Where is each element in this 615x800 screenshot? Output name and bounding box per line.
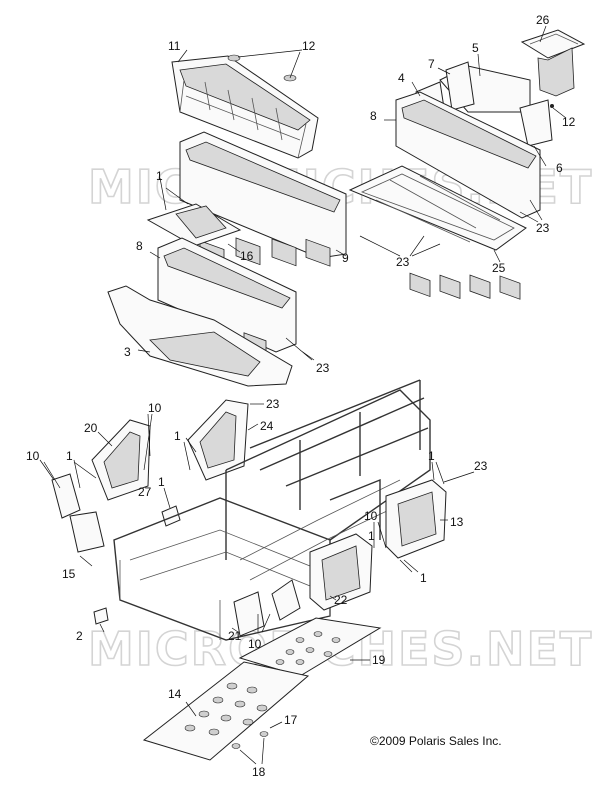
callout-1: 1 bbox=[428, 449, 435, 463]
callout-23: 23 bbox=[316, 361, 330, 375]
part-front-door-panel bbox=[187, 399, 249, 481]
callout-27: 27 bbox=[138, 485, 152, 499]
callout-13: 13 bbox=[450, 515, 464, 529]
callout-1: 1 bbox=[156, 169, 163, 183]
part-kick-panel bbox=[233, 579, 301, 637]
callout-19: 19 bbox=[372, 653, 386, 667]
callout-1: 1 bbox=[174, 429, 181, 443]
callout-1: 1 bbox=[368, 529, 375, 543]
part-right-rear-panel bbox=[309, 533, 373, 611]
callout-16: 16 bbox=[240, 249, 254, 263]
callout-7: 7 bbox=[428, 57, 435, 71]
callout-18: 18 bbox=[252, 765, 266, 779]
callout-25: 25 bbox=[492, 261, 506, 275]
callout-23: 23 bbox=[474, 459, 488, 473]
callout-4: 4 bbox=[398, 71, 405, 85]
part-bracket bbox=[161, 505, 181, 527]
callout-14: 14 bbox=[168, 687, 182, 701]
callout-11: 11 bbox=[168, 39, 181, 53]
part-fasteners bbox=[231, 731, 269, 749]
callout-21: 21 bbox=[228, 629, 242, 643]
part-floor-tray bbox=[348, 165, 527, 251]
part-center-cover bbox=[146, 203, 242, 247]
callout-23: 23 bbox=[536, 221, 550, 235]
part-rear-panel bbox=[415, 61, 553, 147]
part-bulkhead-upper bbox=[395, 91, 541, 300]
callout-10: 10 bbox=[248, 637, 262, 651]
callout-15: 15 bbox=[62, 567, 76, 581]
callout-23: 23 bbox=[266, 397, 280, 411]
callout-24: 24 bbox=[260, 419, 274, 433]
part-right-door-panel bbox=[385, 479, 447, 559]
callout-labels: 11 12 26 5 7 4 8 12 6 1 16 9 23 23 25 8 … bbox=[26, 13, 576, 779]
callout-26: 26 bbox=[536, 13, 550, 27]
leader-lines bbox=[39, 25, 567, 765]
part-main-floor-plate bbox=[142, 661, 310, 761]
callout-12: 12 bbox=[302, 39, 316, 53]
callout-20: 20 bbox=[84, 421, 98, 435]
callout-8: 8 bbox=[370, 109, 377, 123]
callout-10: 10 bbox=[364, 509, 378, 523]
callout-17: 17 bbox=[284, 713, 298, 727]
callout-22: 22 bbox=[334, 593, 348, 607]
callout-5: 5 bbox=[472, 41, 479, 55]
callout-3: 3 bbox=[124, 345, 131, 359]
part-bulkhead-middle bbox=[179, 131, 347, 269]
part-cup-holder bbox=[520, 29, 586, 108]
part-left-kick-panel bbox=[51, 473, 105, 553]
callout-2: 2 bbox=[76, 629, 83, 643]
callout-1: 1 bbox=[66, 449, 73, 463]
part-storage-tray bbox=[171, 55, 319, 159]
callout-9: 9 bbox=[342, 251, 349, 265]
part-upper-floor-plate bbox=[238, 617, 382, 677]
copyright-notice: ©2009 Polaris Sales Inc. bbox=[370, 734, 502, 748]
callout-1: 1 bbox=[158, 475, 165, 489]
part-lower-dash bbox=[107, 285, 293, 387]
part-left-door-panel bbox=[91, 419, 151, 501]
callout-8: 8 bbox=[136, 239, 143, 253]
callout-23: 23 bbox=[396, 255, 410, 269]
callout-10: 10 bbox=[148, 401, 162, 415]
callout-12: 12 bbox=[562, 115, 576, 129]
callout-6: 6 bbox=[556, 161, 563, 175]
callout-1: 1 bbox=[420, 571, 427, 585]
callout-10: 10 bbox=[26, 449, 40, 463]
part-small-clip bbox=[93, 607, 109, 625]
